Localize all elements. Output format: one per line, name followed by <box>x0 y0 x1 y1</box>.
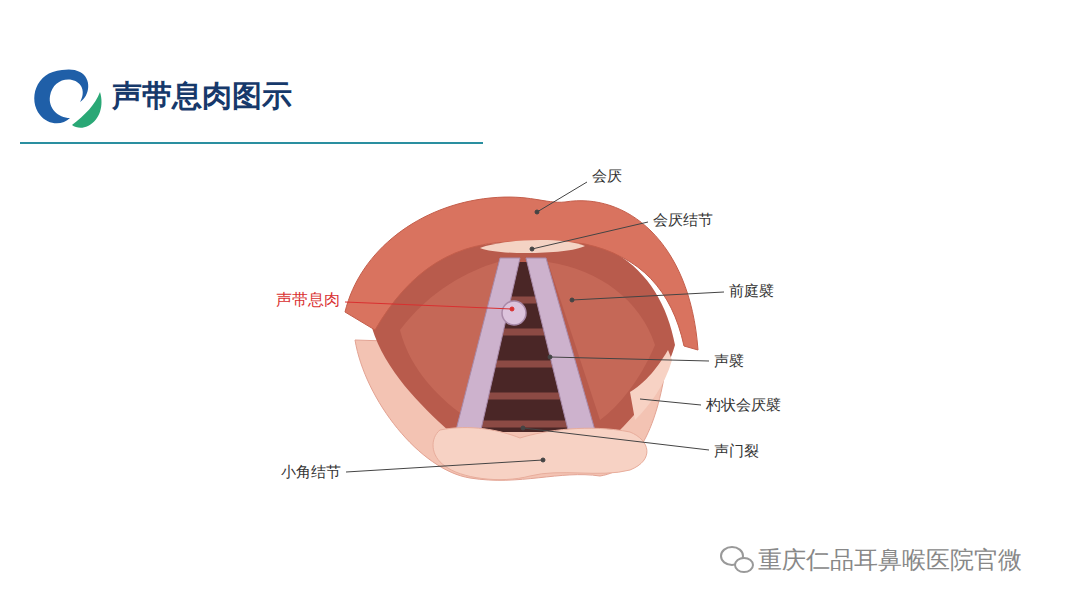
polyp <box>502 301 526 325</box>
watermark: 重庆仁品耳鼻喉医院官微 <box>758 546 1022 575</box>
part-label: 前庭襞 <box>729 282 774 300</box>
vocal-fold-left <box>455 258 520 434</box>
lesion-label: 声带息肉 <box>276 290 340 309</box>
corniculate-tubercles <box>433 428 647 480</box>
part-label: 杓状会厌襞 <box>706 396 781 414</box>
header-rule <box>20 142 483 144</box>
aryepiglottic-fold <box>630 350 672 420</box>
logo <box>34 69 101 127</box>
part-label: 会厌结节 <box>653 211 713 229</box>
part-label: 小角结节 <box>281 463 341 481</box>
part-label: 会厌 <box>592 167 622 185</box>
part-label: 声门裂 <box>714 442 759 460</box>
leader-lines <box>345 182 724 472</box>
vocal-fold-right <box>526 258 596 434</box>
page-title: 声带息肉图示 <box>112 78 292 114</box>
epiglottis <box>345 197 698 350</box>
part-label: 声襞 <box>714 352 744 370</box>
wechat-icon <box>721 547 753 572</box>
epiglottic-tubercle <box>480 240 585 253</box>
